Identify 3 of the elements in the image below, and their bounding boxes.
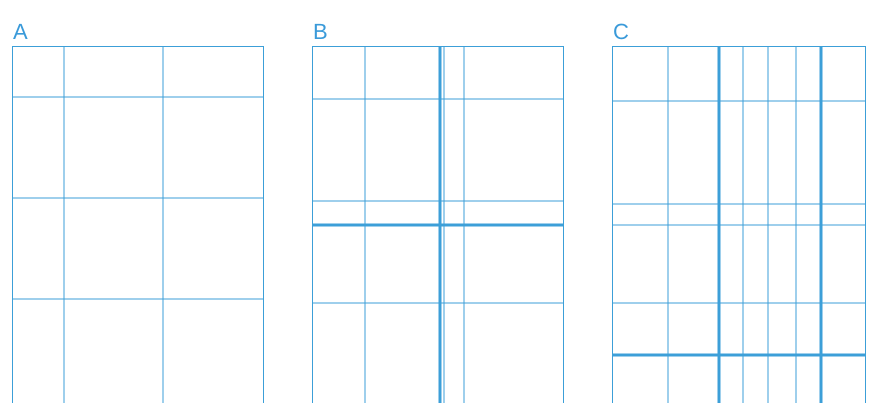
- panel-heading: B: [313, 21, 328, 43]
- panel-heading: A: [13, 21, 28, 43]
- panel-heading: C: [613, 21, 629, 43]
